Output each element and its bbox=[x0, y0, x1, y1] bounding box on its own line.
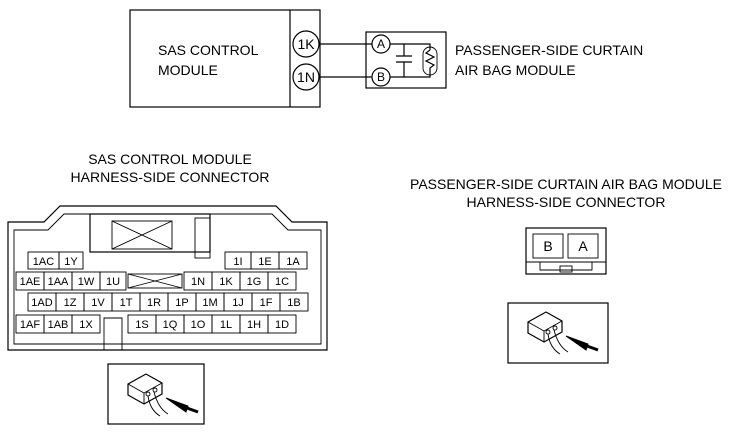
sas-row-4: 1AF 1AB 1X 1S 1Q 1O 1L 1H 1D bbox=[15, 314, 297, 350]
airbag-module-label-line2: AIR BAG MODULE bbox=[455, 62, 576, 78]
pin-1ab: 1AB bbox=[48, 319, 69, 331]
pin-1g: 1G bbox=[247, 276, 262, 288]
pin-a-label: A bbox=[377, 37, 385, 51]
pin-1p: 1P bbox=[175, 297, 188, 309]
airbag-connector-title-line1: PASSENGER-SIDE CURTAIN AIR BAG MODULE bbox=[410, 176, 722, 192]
pin-1i: 1I bbox=[233, 256, 242, 268]
pin-1u: 1U bbox=[106, 276, 120, 288]
pin-1h: 1H bbox=[247, 319, 261, 331]
pin-1t: 1T bbox=[120, 297, 133, 309]
shorting-bar-symbol bbox=[390, 43, 412, 78]
pin-1e: 1E bbox=[258, 256, 271, 268]
sas-row-2: 1AE 1AA 1W 1U 1N 1K 1G 1C bbox=[15, 271, 297, 291]
sas-connector-title-line2: HARNESS-SIDE CONNECTOR bbox=[71, 169, 270, 185]
sas-module-label-line1: SAS CONTROL bbox=[158, 42, 259, 58]
pin-1ac: 1AC bbox=[33, 256, 54, 268]
sas-lock-tab bbox=[89, 213, 211, 253]
airbag-module-label-line1: PASSENGER-SIDE CURTAIN bbox=[455, 42, 643, 58]
pin-1r: 1R bbox=[147, 297, 161, 309]
terminal-1k-label: 1K bbox=[297, 36, 315, 52]
sas-control-module-box bbox=[129, 9, 321, 108]
inflator-resistor-symbol bbox=[424, 49, 436, 72]
pin-1aa: 1AA bbox=[48, 276, 69, 288]
sas-connector-title-line1: SAS CONTROL MODULE bbox=[88, 151, 252, 167]
pin-1ae: 1AE bbox=[20, 276, 41, 288]
sas-module-label-line2: MODULE bbox=[158, 62, 218, 78]
sas-connector-housing bbox=[7, 205, 328, 351]
sas-row-2-blank bbox=[127, 273, 183, 289]
pin-1q: 1Q bbox=[163, 319, 178, 331]
terminal-1n-label: 1N bbox=[297, 69, 315, 85]
pin-1k: 1K bbox=[219, 276, 233, 288]
airbag-pin-b: B bbox=[543, 238, 552, 254]
pin-1c: 1C bbox=[275, 276, 289, 288]
pin-1m: 1M bbox=[202, 297, 217, 309]
pin-1f: 1F bbox=[260, 297, 273, 309]
airbag-connector-title-line2: HARNESS-SIDE CONNECTOR bbox=[467, 194, 666, 210]
pin-1s: 1S bbox=[135, 319, 148, 331]
airbag-connector: B A bbox=[525, 227, 607, 275]
pin-1o: 1O bbox=[191, 319, 206, 331]
pin-1b: 1B bbox=[287, 297, 300, 309]
sas-connector: 1AC 1Y 1I 1E 1A 1AE 1AA 1W 1U 1N bbox=[7, 205, 328, 351]
airbag-probe-icon bbox=[507, 302, 609, 364]
pin-1d: 1D bbox=[275, 319, 289, 331]
airbag-module-box bbox=[365, 31, 447, 89]
pin-1x: 1X bbox=[79, 319, 93, 331]
pin-1w: 1W bbox=[78, 276, 95, 288]
pin-1af: 1AF bbox=[20, 319, 40, 331]
sas-row-1: 1AC 1Y 1I 1E 1A bbox=[27, 251, 308, 270]
airbag-connector-housing bbox=[525, 227, 607, 275]
pin-1n: 1N bbox=[191, 276, 205, 288]
sas-key-slot bbox=[103, 317, 123, 350]
pin-1a: 1A bbox=[286, 256, 300, 268]
sas-row-3: 1AD 1Z 1V 1T 1R 1P 1M 1J 1F 1B bbox=[27, 292, 309, 312]
pin-b-label: B bbox=[377, 70, 385, 84]
pin-1ad: 1AD bbox=[31, 297, 52, 309]
pin-1y: 1Y bbox=[64, 256, 78, 268]
pin-1l: 1L bbox=[220, 319, 232, 331]
airbag-pin-a: A bbox=[578, 238, 588, 254]
pin-1j: 1J bbox=[232, 297, 244, 309]
sas-probe-icon bbox=[107, 363, 205, 425]
pin-1z: 1Z bbox=[64, 297, 77, 309]
pin-1v: 1V bbox=[91, 297, 105, 309]
wiring-schematic: SAS CONTROL MODULE 1K 1N A B PASSENGER-S… bbox=[129, 9, 643, 108]
